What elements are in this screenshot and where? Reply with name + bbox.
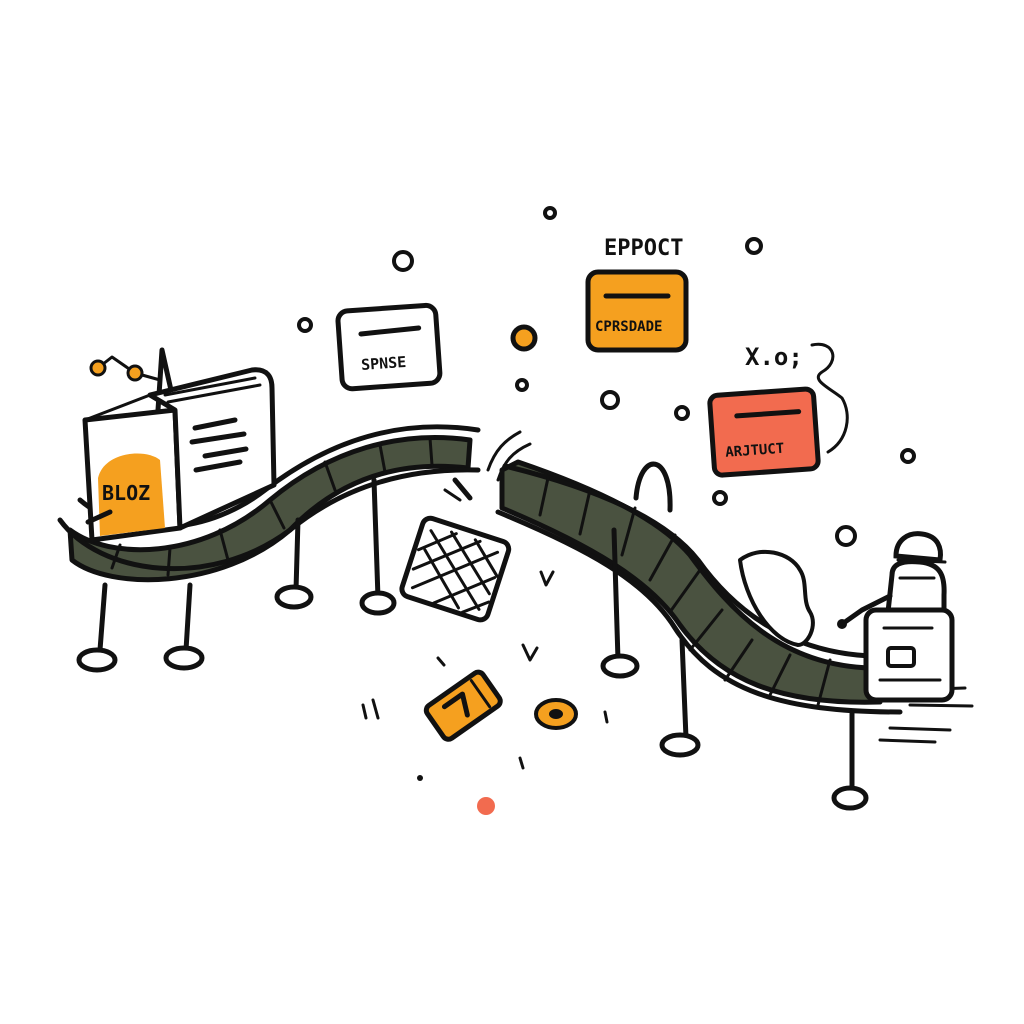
- card-right: ARJTUCT: [707, 386, 821, 478]
- robot: [837, 531, 955, 703]
- machine: BLOZ: [82, 347, 277, 543]
- card-center-heading: EPPOCT: [604, 236, 683, 261]
- card-center-label: CPRSDADE: [595, 319, 662, 335]
- machine-badge-label: BLOZ: [102, 481, 150, 505]
- machine-badge: [98, 453, 165, 536]
- fallen-box: [423, 669, 503, 742]
- card-left: SPNSE: [335, 302, 443, 392]
- card-left-label: SPNSE: [360, 353, 406, 374]
- crate: [399, 515, 512, 623]
- falling-bits: [361, 570, 609, 770]
- card-center: CPRSDADE: [585, 269, 689, 353]
- sack: [738, 549, 815, 647]
- squiggle-note: X.o;: [745, 343, 803, 371]
- card-right-label: ARJTUCT: [725, 441, 785, 461]
- machine-arm-dot: [89, 359, 107, 377]
- left-conveyor-legs: [76, 477, 397, 673]
- left-conveyor: [57, 424, 481, 673]
- machine-arm-dot: [126, 364, 144, 382]
- squiggle-line: [810, 342, 849, 454]
- left-belt-segments: [110, 436, 434, 577]
- machine-vent-lines: [189, 417, 249, 473]
- floating-dots: [297, 206, 916, 815]
- right-belt-segments: [538, 476, 832, 707]
- fallen-coin: [534, 698, 578, 730]
- arch-handle: [633, 461, 673, 513]
